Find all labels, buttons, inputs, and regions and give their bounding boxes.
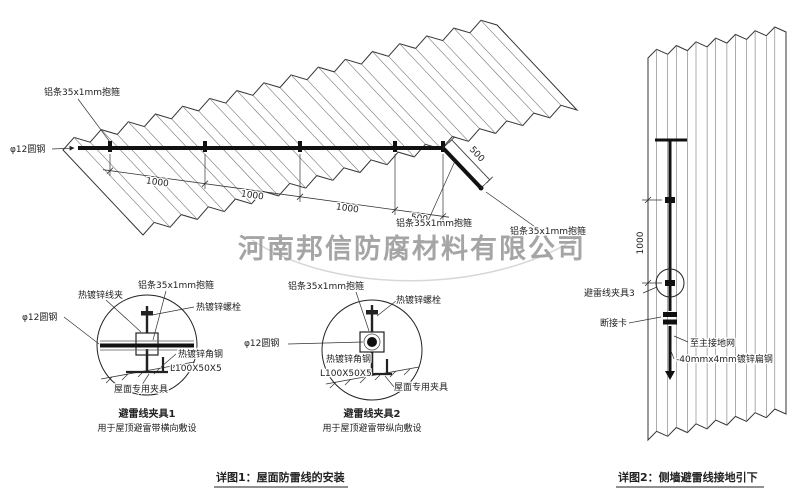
label-alu-strip-right: 铝条35x1mm抱箍 bbox=[396, 217, 472, 229]
wire-clamp bbox=[203, 141, 207, 152]
label-angle-spec: L100X50X5 bbox=[170, 364, 222, 374]
wire-clamps bbox=[108, 141, 445, 152]
label-round-steel: φ12圆钢 bbox=[22, 311, 57, 323]
watermark-text: 河南邦信防腐材料有限公司 bbox=[238, 234, 586, 265]
detail-view-clamp1: 热镀锌线夹 铝条35x1mm抱箍 热镀锌螺栓 φ12圆钢 热镀锌角钢 L100X… bbox=[21, 278, 243, 434]
label-round-steel: φ12圆钢 bbox=[10, 143, 45, 155]
watermark-arc bbox=[251, 235, 581, 282]
label-wire-clip: 热镀锌线夹 bbox=[78, 289, 123, 301]
wall-wire-clamp bbox=[665, 280, 675, 286]
corrugated-wall-sheet bbox=[647, 26, 787, 442]
label-angle-spec: L100X50X5 bbox=[320, 369, 372, 379]
detail-view-clamp2: 铝条35x1mm抱箍 热镀锌螺栓 φ12圆钢 热镀锌角钢 L100X50X5 屋… bbox=[243, 279, 450, 434]
wall-dimension: 1000 bbox=[635, 196, 662, 287]
dimension-chain: 1000 1000 1000 500 bbox=[102, 154, 450, 226]
dimension-label: 500 bbox=[410, 213, 429, 225]
sheet-ridges bbox=[656, 27, 776, 437]
dimension-label: 500 bbox=[467, 145, 486, 165]
label-alu-strip: 铝条35x1mm抱箍 bbox=[288, 280, 364, 292]
figure2-caption: 详图2：侧墙避雷线接地引下 bbox=[618, 470, 758, 484]
roof-surface-hatch bbox=[325, 366, 420, 389]
detail1-title: 避雷线夹具1 bbox=[118, 407, 176, 420]
dimension-label: 1000 bbox=[636, 231, 646, 254]
label-disconnect-link: 断接卡 bbox=[600, 317, 627, 329]
detail1-leaders bbox=[63, 290, 195, 389]
disconnect-plate bbox=[663, 312, 677, 317]
dimension-label: 1000 bbox=[335, 202, 359, 215]
label-round-steel: φ12圆钢 bbox=[244, 337, 279, 349]
sheet-outline bbox=[62, 19, 579, 236]
wall-wire-clamp bbox=[665, 197, 675, 203]
wire-clamp bbox=[393, 141, 397, 152]
label-to-main-ground: 至主接地网 bbox=[690, 337, 735, 349]
label-bolt: 热镀锌螺栓 bbox=[196, 301, 241, 313]
label-clamp3: 避雷线夹具3 bbox=[584, 287, 635, 299]
bolt-nut bbox=[141, 311, 153, 316]
wall-leaders bbox=[628, 286, 689, 360]
label-alu-strip-top: 铝条35x1mm抱箍 bbox=[44, 86, 120, 98]
label-angle-steel: 热镀锌角钢 bbox=[178, 348, 223, 360]
label-bolt: 热镀锌螺栓 bbox=[396, 294, 441, 306]
figure1-roof-drawing: 1000 1000 1000 500 500 铝条35x1mm抱箍 φ12圆钢 … bbox=[9, 19, 588, 239]
label-roof-fixture: 屋面专用夹具 bbox=[394, 381, 448, 393]
dimension-label: 1000 bbox=[240, 189, 264, 202]
company-watermark: 河南邦信防腐材料有限公司 bbox=[238, 234, 586, 282]
detail2-title: 避雷线夹具2 bbox=[343, 407, 401, 420]
wire-clamp bbox=[108, 141, 112, 152]
detail1-subtitle: 用于屋顶避雷带横向敷设 bbox=[97, 422, 196, 434]
label-alu-strip-edge: 铝条35x1mm抱箍 bbox=[510, 225, 586, 237]
disconnect-plate bbox=[663, 319, 677, 325]
corrugated-roof-sheet bbox=[62, 19, 579, 236]
wire-clamp bbox=[298, 141, 302, 152]
wire-clamp bbox=[441, 141, 445, 152]
round-steel-section bbox=[367, 337, 377, 347]
roof-annotations: 铝条35x1mm抱箍 φ12圆钢 铝条35x1mm抱箍 铝条35x1mm抱箍 bbox=[9, 85, 588, 239]
label-flat-steel: -40mmx4mm镀锌扁钢 bbox=[676, 353, 773, 365]
dimension-slope-500: 500 bbox=[442, 136, 493, 189]
label-angle-steel: 热镀锌角钢 bbox=[326, 353, 371, 365]
to-ground-arrow bbox=[665, 371, 675, 380]
label-alu-strip: 铝条35x1mm抱箍 bbox=[138, 279, 214, 291]
bolt-nut bbox=[366, 310, 378, 315]
detail2-subtitle: 用于屋顶避雷带纵向敷设 bbox=[322, 422, 421, 434]
dimension-label: 1000 bbox=[145, 176, 169, 189]
alu-strip-wrap bbox=[363, 333, 381, 351]
detail2-leaders bbox=[287, 291, 397, 388]
captions: 详图1：屋面防雷线的安装 详图2：侧墙避雷线接地引下 bbox=[214, 470, 764, 488]
figure2-wall-drawing: 1000 避雷线夹具3 断接卡 至主接地网 -40mmx4mm镀锌扁钢 bbox=[583, 26, 787, 442]
label-roof-fixture: 屋面专用夹具 bbox=[114, 383, 168, 395]
figure1-caption: 详图1：屋面防雷线的安装 bbox=[216, 470, 345, 484]
